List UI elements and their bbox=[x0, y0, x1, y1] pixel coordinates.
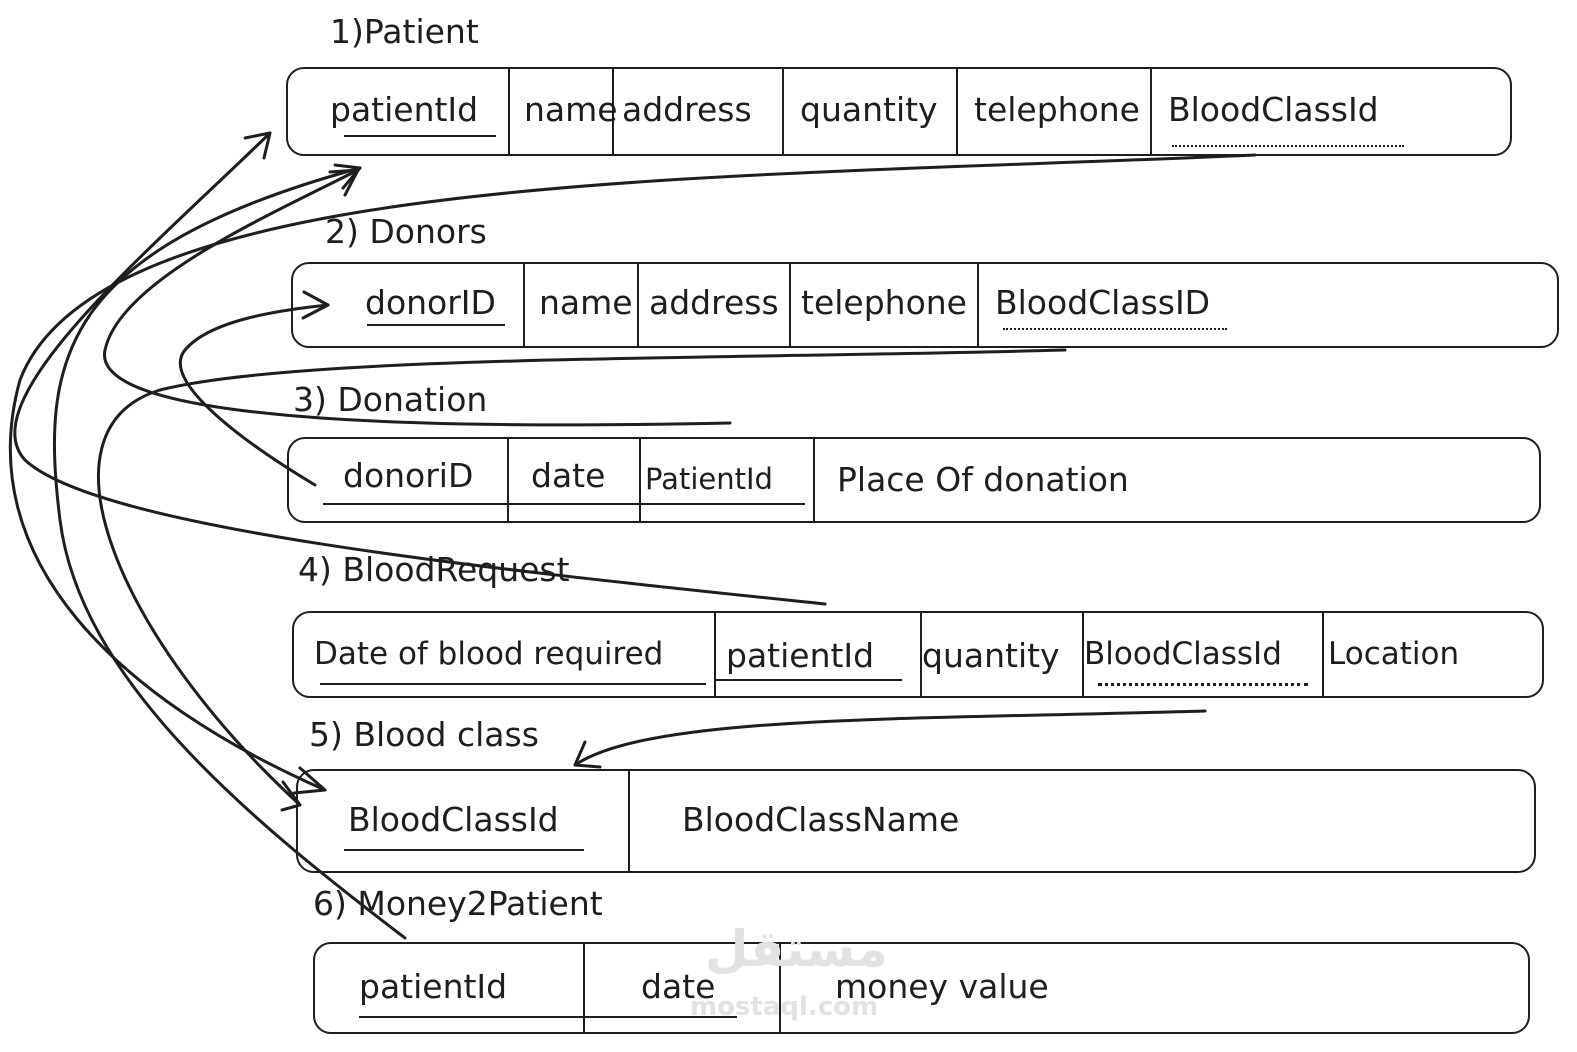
relation-title-bloodclass: 5) Blood class bbox=[309, 715, 539, 754]
arrow-bloodrequest-patient bbox=[13, 131, 827, 606]
attr-money-date: date bbox=[641, 967, 716, 1006]
attr-patient-address: address bbox=[622, 90, 752, 129]
pk-underline bbox=[507, 503, 639, 505]
relation-donors: donorID name address telephone BloodClas… bbox=[291, 262, 1559, 348]
relation-donation: donoriD date PatientId Place Of donation bbox=[287, 437, 1541, 523]
arrowhead-donation-donor bbox=[301, 290, 330, 320]
attr-donors-name: name bbox=[539, 283, 633, 322]
relation-bloodrequest: Date of blood required patientId quantit… bbox=[292, 611, 1544, 698]
attr-bloodclass-id: BloodClassId bbox=[348, 800, 559, 839]
attr-bloodrequest-location: Location bbox=[1328, 636, 1460, 672]
attr-bloodclass-name: BloodClassName bbox=[682, 800, 960, 839]
attr-bloodrequest-bloodclassid: BloodClassId bbox=[1084, 636, 1282, 672]
arrowhead-bloodrequest-patient bbox=[243, 131, 272, 160]
attr-donors-donorid: donorID bbox=[365, 283, 496, 322]
arrow-money-patient bbox=[52, 166, 407, 940]
relation-title-donors: 2) Donors bbox=[325, 212, 487, 251]
pk-underline bbox=[583, 1016, 737, 1018]
attr-patient-patientid: patientId bbox=[330, 90, 479, 129]
relation-title-money2patient: 6) Money2Patient bbox=[313, 884, 603, 923]
attr-donation-place: Place Of donation bbox=[837, 460, 1129, 499]
attr-money-value: money value bbox=[835, 967, 1049, 1006]
watermark-latin: mostaql.com bbox=[690, 992, 879, 1022]
watermark-arabic: مستقل bbox=[705, 920, 888, 978]
relation-title-patient: 1)Patient bbox=[330, 12, 479, 51]
attr-bloodrequest-date: Date of blood required bbox=[314, 636, 664, 672]
pk-underline bbox=[344, 849, 584, 851]
pk-underline bbox=[323, 503, 507, 505]
arrow-donors-bloodclass bbox=[97, 348, 1067, 807]
attr-patient-quantity: quantity bbox=[800, 90, 938, 129]
pk-underline bbox=[714, 679, 902, 681]
relation-title-donation: 3) Donation bbox=[293, 380, 488, 419]
fk-underline bbox=[1098, 683, 1308, 686]
attr-donors-address: address bbox=[649, 283, 779, 322]
attr-bloodrequest-quantity: quantity bbox=[922, 636, 1060, 675]
arrowhead-money-patient bbox=[333, 163, 362, 190]
pk-underline bbox=[359, 1016, 583, 1018]
attr-donation-date: date bbox=[531, 456, 606, 495]
relation-bloodclass: BloodClassId BloodClassName bbox=[296, 769, 1536, 873]
relation-money2patient: patientId date money value bbox=[313, 942, 1530, 1034]
pk-underline bbox=[639, 503, 805, 505]
attr-donors-bloodclassid: BloodClassID bbox=[995, 283, 1211, 322]
arrowhead-bloodrequest-bloodclass bbox=[573, 740, 602, 769]
arrow-bloodrequest-bloodclass bbox=[573, 709, 1207, 767]
attr-donation-patientid: PatientId bbox=[645, 462, 773, 496]
attr-patient-telephone: telephone bbox=[974, 90, 1140, 129]
arrowhead-donors-bloodclass bbox=[280, 780, 302, 812]
attr-bloodrequest-patientid: patientId bbox=[726, 636, 875, 675]
pk-underline bbox=[367, 324, 505, 326]
pk-underline bbox=[320, 683, 706, 685]
arrow-donation-donor bbox=[178, 303, 330, 487]
attr-donation-donorid: donoriD bbox=[343, 456, 474, 495]
attr-donors-telephone: telephone bbox=[801, 283, 967, 322]
attr-patient-bloodclassid: BloodClassId bbox=[1168, 90, 1379, 129]
arrow-donation-patient bbox=[103, 168, 732, 427]
attr-patient-name: name bbox=[524, 90, 618, 129]
pk-underline bbox=[344, 135, 496, 137]
fk-underline bbox=[1003, 328, 1227, 330]
attr-money-patientid: patientId bbox=[359, 967, 508, 1006]
relation-patient: patientId name address quantity telephon… bbox=[286, 67, 1512, 156]
relation-title-bloodrequest: 4) BloodRequest bbox=[298, 550, 570, 589]
fk-underline bbox=[1172, 145, 1404, 147]
